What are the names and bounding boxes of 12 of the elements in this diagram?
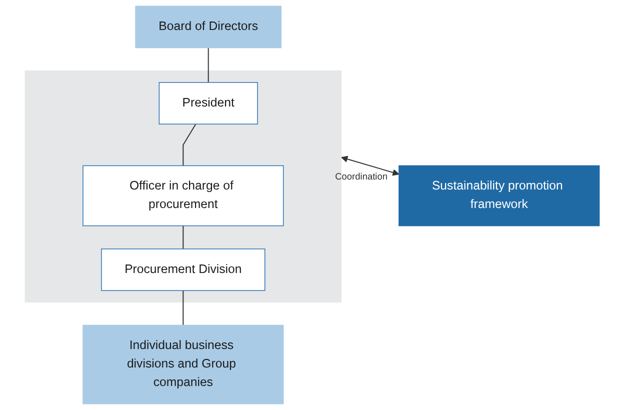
edge-label: Coordination [334, 171, 388, 182]
node-box: Officer in charge of procurement [82, 165, 284, 226]
node-box: Individual business divisions and Group companies [82, 324, 284, 404]
node-box: Sustainability promotion framework [398, 165, 600, 226]
node-box: President [158, 82, 258, 124]
node-box: Procurement Division [100, 248, 265, 291]
arrow [340, 156, 399, 176]
connector [182, 225, 184, 250]
connector [182, 124, 196, 166]
connector [182, 290, 184, 326]
connector [208, 47, 209, 83]
node-box: Board of Directors [134, 6, 282, 48]
